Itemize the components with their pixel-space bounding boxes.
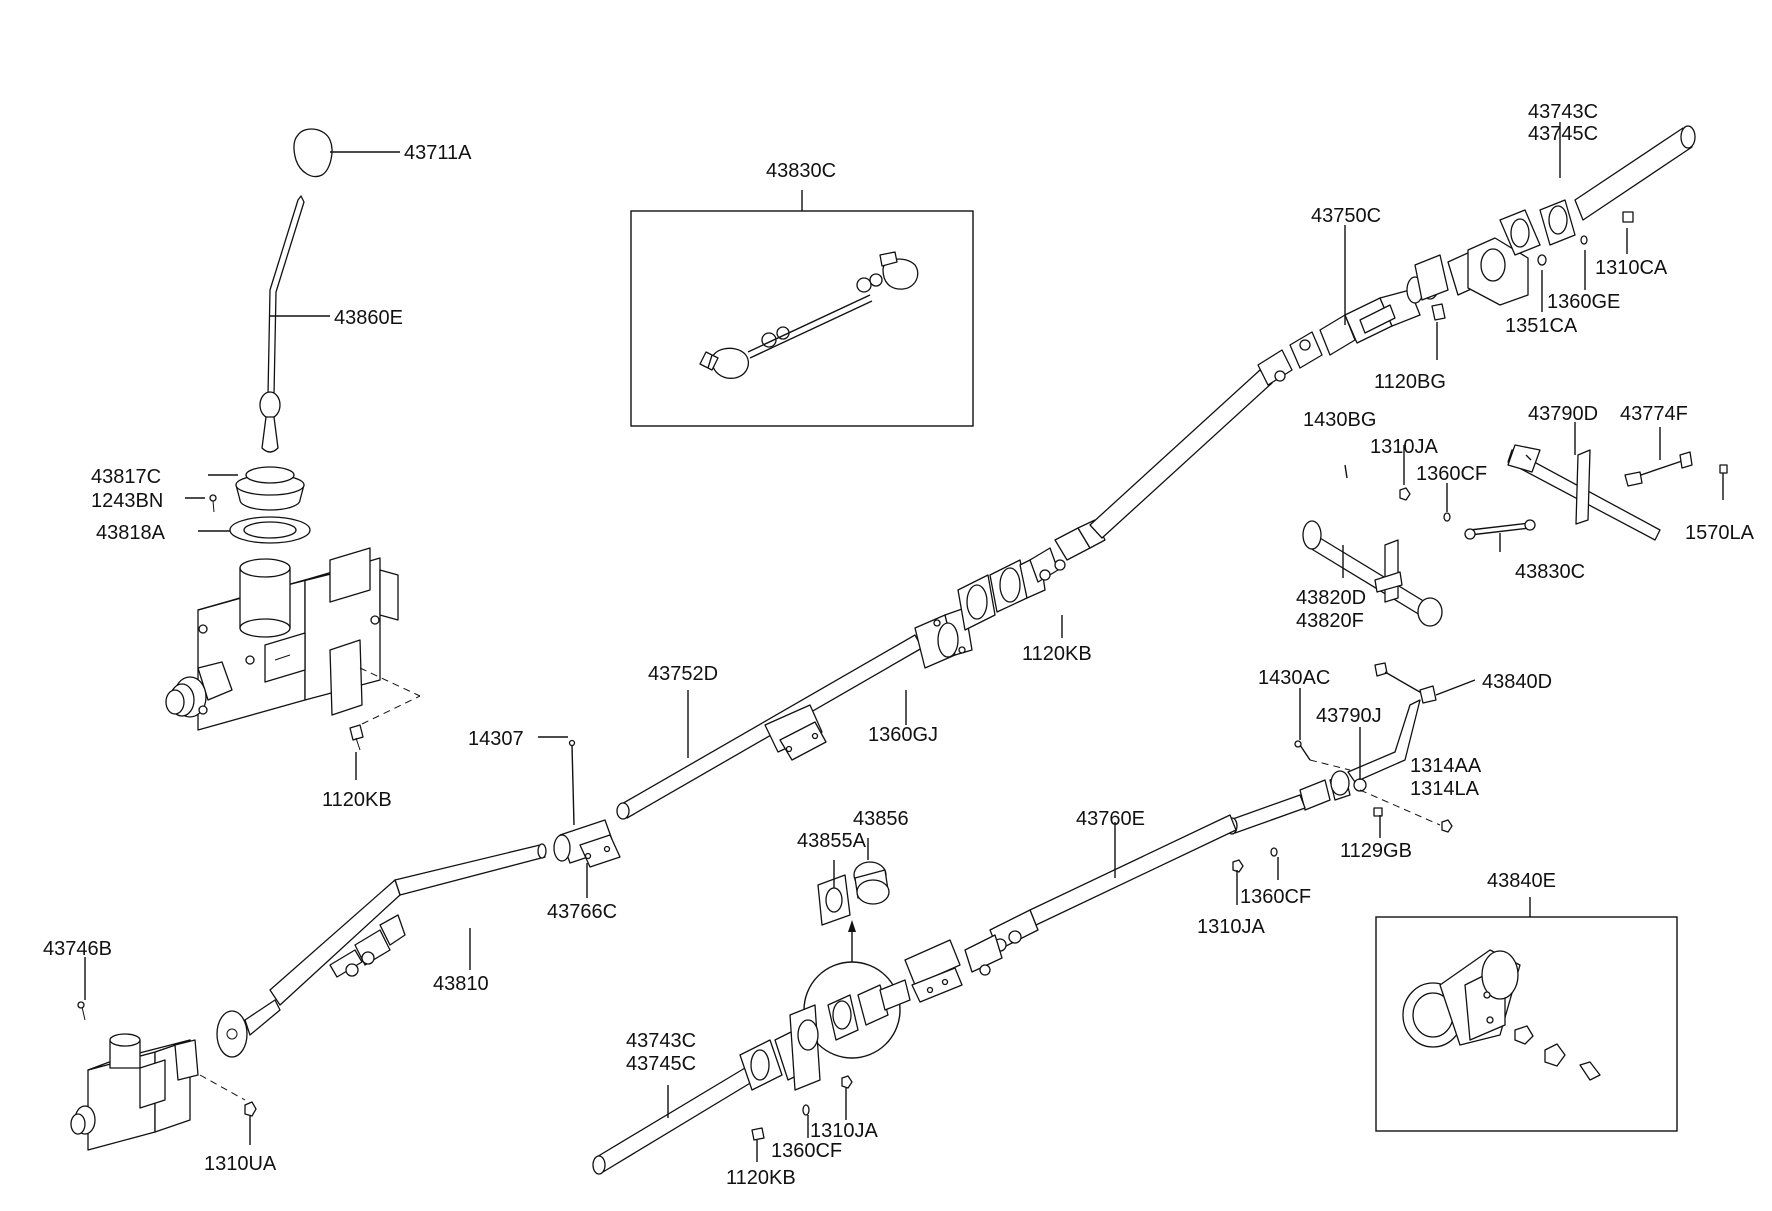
label-43743C-bottom: 43743C bbox=[626, 1030, 696, 1052]
label-43746B: 43746B bbox=[43, 938, 112, 960]
part-labels: 43711A 43860E 43817C 1243BN 43818A 1120K… bbox=[43, 101, 1755, 1189]
label-43810: 43810 bbox=[433, 973, 489, 995]
label-43790D: 43790D bbox=[1528, 403, 1598, 425]
bolt-1430BG bbox=[1344, 464, 1348, 479]
label-1430BG: 1430BG bbox=[1303, 409, 1376, 431]
shaft-43743C-bottom bbox=[592, 1067, 753, 1175]
label-43820F: 43820F bbox=[1296, 610, 1364, 632]
label-43830C-box: 43830C bbox=[766, 160, 836, 182]
label-1430AC: 1430AC bbox=[1258, 667, 1330, 689]
label-43856: 43856 bbox=[853, 808, 909, 830]
box-43830C bbox=[630, 190, 974, 427]
label-43817C: 43817C bbox=[91, 466, 161, 488]
link-43774F bbox=[1624, 451, 1693, 487]
u-joint-lower bbox=[964, 909, 1039, 976]
label-1310UA: 1310UA bbox=[204, 1153, 277, 1175]
label-1120KB-c: 1120KB bbox=[726, 1167, 796, 1189]
label-43766C: 43766C bbox=[547, 901, 617, 923]
label-1120KB-b: 1120KB bbox=[1022, 643, 1092, 665]
label-1314AA: 1314AA bbox=[1410, 755, 1482, 777]
bolt-1430AC bbox=[1294, 740, 1351, 771]
label-1360CF-b: 1360CF bbox=[1240, 886, 1311, 908]
label-1310CA: 1310CA bbox=[1595, 257, 1668, 279]
label-1120BG: 1120BG bbox=[1374, 371, 1446, 393]
shift-housing bbox=[165, 547, 399, 731]
bolt-1243BN bbox=[209, 494, 217, 513]
boot-43817C bbox=[235, 466, 305, 511]
box-43840E bbox=[1375, 897, 1678, 1132]
detail-circle bbox=[803, 961, 911, 1059]
label-1360GE: 1360GE bbox=[1547, 291, 1620, 313]
nut-1310JA-a bbox=[1399, 487, 1411, 501]
ring-1360CF-a bbox=[1443, 512, 1451, 522]
flange-43743C-bottom bbox=[739, 1004, 821, 1091]
label-14307: 14307 bbox=[468, 728, 524, 750]
joint-43790J bbox=[1299, 770, 1453, 833]
bolt-1570LA bbox=[1719, 464, 1728, 474]
label-43840E: 43840E bbox=[1487, 870, 1556, 892]
boot-43856 bbox=[853, 861, 890, 905]
label-43752D: 43752D bbox=[648, 663, 718, 685]
label-1360GJ: 1360GJ bbox=[868, 724, 938, 746]
flange-plate-top bbox=[1467, 237, 1529, 306]
label-43711A: 43711A bbox=[404, 142, 472, 164]
small-parts-bottom bbox=[751, 1075, 853, 1141]
label-43820D: 43820D bbox=[1296, 587, 1366, 609]
bolt-1120KB-housing bbox=[349, 667, 421, 751]
label-43745C-bottom: 43745C bbox=[626, 1053, 696, 1075]
label-43818A: 43818A bbox=[96, 522, 166, 544]
housing-43746B bbox=[70, 1001, 257, 1151]
small-parts-top bbox=[1431, 211, 1634, 321]
shaft-43790D bbox=[1507, 444, 1661, 541]
shift-knob bbox=[293, 128, 333, 178]
rod-43830C bbox=[1464, 519, 1536, 540]
shaft-43820D bbox=[1302, 520, 1443, 627]
shaft-43743C-top bbox=[1574, 125, 1696, 221]
label-43750C: 43750C bbox=[1311, 205, 1381, 227]
label-1314LA: 1314LA bbox=[1410, 778, 1480, 800]
label-1351CA: 1351CA bbox=[1505, 315, 1578, 337]
label-43790J: 43790J bbox=[1316, 705, 1382, 727]
label-43774F: 43774F bbox=[1620, 403, 1688, 425]
clamp-43766C bbox=[553, 819, 621, 868]
flange-43743C-top bbox=[1499, 199, 1576, 256]
label-1360CF-a: 1360CF bbox=[1416, 463, 1487, 485]
label-43840D: 43840D bbox=[1482, 671, 1552, 693]
small-parts-mid bbox=[1232, 847, 1278, 873]
shaft-43810 bbox=[269, 843, 547, 1006]
shaft-upper bbox=[1089, 369, 1273, 539]
ring-43818A bbox=[229, 516, 311, 544]
label-1120KB-a: 1120KB bbox=[322, 789, 392, 811]
label-43855A: 43855A bbox=[797, 830, 867, 852]
shift-lever bbox=[259, 195, 305, 453]
label-1310JA-b: 1310JA bbox=[1197, 916, 1265, 938]
label-1243BN: 1243BN bbox=[91, 490, 163, 512]
label-43743C-top: 43743C bbox=[1528, 101, 1598, 123]
label-1570LA: 1570LA bbox=[1685, 522, 1755, 544]
front-flange bbox=[216, 999, 281, 1058]
label-43830C-b: 43830C bbox=[1515, 561, 1585, 583]
label-1360CF-c: 1360CF bbox=[771, 1140, 842, 1162]
shaft-43760E bbox=[1029, 794, 1306, 926]
label-1310JA-a: 1310JA bbox=[1370, 436, 1438, 458]
u-joint-43750C bbox=[1257, 251, 1481, 386]
label-43745C-top: 43745C bbox=[1528, 123, 1598, 145]
detail-arrow bbox=[848, 920, 856, 962]
u-joint-front bbox=[329, 914, 406, 978]
pin-14307 bbox=[568, 739, 576, 826]
label-43760E: 43760E bbox=[1076, 808, 1145, 830]
label-1310JA-c: 1310JA bbox=[810, 1120, 878, 1142]
clamp-lower bbox=[904, 939, 963, 1003]
gasket-43855A bbox=[817, 874, 851, 926]
label-43860E: 43860E bbox=[334, 307, 403, 329]
flange-joint-upper bbox=[957, 554, 1046, 631]
label-1129GB: 1129GB bbox=[1340, 840, 1412, 862]
center-bearing-clamp bbox=[764, 704, 827, 761]
leader-lines bbox=[84, 122, 1724, 1162]
